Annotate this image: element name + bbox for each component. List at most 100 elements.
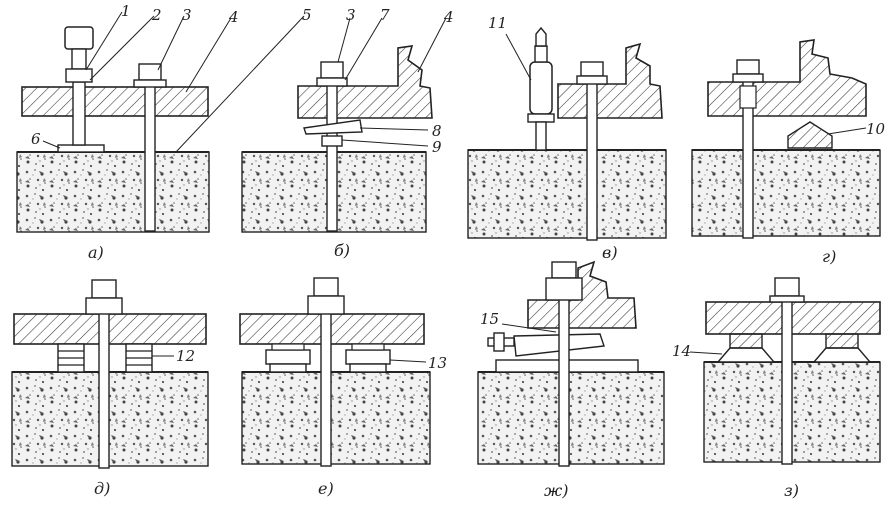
- leader-line: [417, 17, 447, 73]
- bolt-nut: [313, 277, 339, 297]
- panel-caption: а): [88, 243, 104, 262]
- lock-nut: [65, 68, 93, 83]
- bolt-washer: [133, 79, 167, 88]
- jack-screw-neck: [71, 48, 87, 70]
- machine-frame: [707, 39, 867, 117]
- support-pad: [825, 333, 859, 349]
- spherical-support: [716, 347, 776, 363]
- callout-label: 2: [151, 6, 162, 24]
- panel-caption: ж): [544, 481, 568, 500]
- support-nut: [321, 135, 343, 147]
- adjustable-support-top: [351, 343, 385, 351]
- bolt-washer: [545, 277, 583, 301]
- panel-caption: г): [822, 247, 836, 266]
- jack-stem: [535, 121, 547, 151]
- panel-b: 3 7 4 8 9 б): [241, 6, 454, 260]
- callout-label: 9: [432, 138, 442, 156]
- panel-caption: б): [334, 241, 350, 260]
- machine-frame: [13, 313, 207, 345]
- leader-line: [175, 15, 305, 153]
- panel-zh: 15 ж): [477, 260, 665, 500]
- bolt-washer: [732, 73, 764, 83]
- panel-z: 14 з): [672, 277, 881, 500]
- callout-label: 14: [672, 342, 691, 360]
- leader-line: [359, 127, 429, 131]
- bolt-nut: [580, 61, 604, 77]
- leader-line: [42, 140, 61, 149]
- bolt-nut: [320, 61, 344, 79]
- anchor-bolt: [144, 65, 156, 232]
- callout-label: 3: [182, 6, 192, 24]
- panel-caption: д): [94, 479, 110, 498]
- bolt-washer: [85, 297, 123, 315]
- support-pad: [729, 333, 763, 349]
- adjustable-support-base: [269, 363, 307, 373]
- panel-caption: в): [602, 243, 618, 262]
- leader-line: [337, 17, 351, 63]
- hole-insert: [739, 85, 757, 109]
- leader-line: [505, 33, 532, 81]
- jack-neck: [534, 45, 548, 63]
- callout-label: 1: [121, 2, 131, 20]
- anchor-bolt: [781, 281, 793, 465]
- anchor-bolt: [586, 63, 598, 241]
- foundation-block: [467, 149, 667, 239]
- callout-label: 3: [346, 6, 356, 24]
- foundation-block: [477, 371, 665, 465]
- jack-body: [529, 61, 553, 115]
- leader-line: [827, 127, 867, 135]
- callout-label: 12: [176, 347, 195, 365]
- callout-label: 15: [480, 310, 499, 328]
- bolt-nut: [138, 63, 162, 81]
- callout-label: 10: [866, 120, 886, 138]
- callout-label: 7: [380, 6, 390, 24]
- bolt-nut: [736, 59, 760, 75]
- panel-e: 13 е): [239, 277, 447, 498]
- foundation-block: [16, 151, 210, 233]
- machine-frame: [239, 313, 425, 345]
- bolt-nut: [91, 279, 117, 299]
- jack-screw: [72, 81, 86, 146]
- leader-line: [501, 323, 557, 333]
- adjustable-support-top: [271, 343, 305, 351]
- panel-g: 10 г): [691, 39, 886, 266]
- foundation-block: [691, 149, 881, 237]
- panel-v: 11 в): [467, 14, 667, 262]
- leader-line: [344, 17, 383, 81]
- callout-label: 11: [488, 14, 507, 32]
- jack-foot: [527, 113, 555, 123]
- bearing-plate: [57, 144, 105, 153]
- leader-line: [157, 15, 185, 71]
- adjustable-support: [345, 349, 391, 365]
- panel-a: 1 2 3 4 5 6 а): [16, 2, 312, 262]
- adjustable-support: [265, 349, 311, 365]
- bolt-washer: [769, 295, 805, 303]
- callout-label: 4: [228, 8, 239, 26]
- callout-label: 5: [302, 6, 312, 24]
- panel-caption: е): [318, 479, 334, 498]
- leader-line: [389, 359, 427, 363]
- bolt-washer: [576, 75, 608, 85]
- foundation-block: [241, 371, 431, 465]
- callout-label: 8: [432, 122, 442, 140]
- leader-line: [89, 15, 155, 81]
- adjustable-support-base: [349, 363, 387, 373]
- callout-label: 4: [443, 8, 454, 26]
- callout-label: 13: [428, 354, 447, 372]
- leader-line: [341, 139, 429, 147]
- foundation-block: [11, 371, 209, 467]
- spherical-support: [787, 121, 833, 149]
- leader-line: [689, 351, 723, 355]
- panel-caption: з): [784, 481, 799, 500]
- panel-d: 12 д): [11, 279, 209, 498]
- leader-line: [185, 17, 232, 93]
- wedge-screw-nut: [493, 332, 505, 352]
- bolt-washer: [307, 295, 345, 315]
- anchor-bolt: [326, 65, 338, 232]
- jack-screw-head: [64, 26, 94, 50]
- callout-label: 6: [31, 130, 41, 148]
- leader-line: [85, 11, 123, 71]
- wedge-shim: [303, 119, 363, 135]
- jack-tip: [535, 26, 547, 47]
